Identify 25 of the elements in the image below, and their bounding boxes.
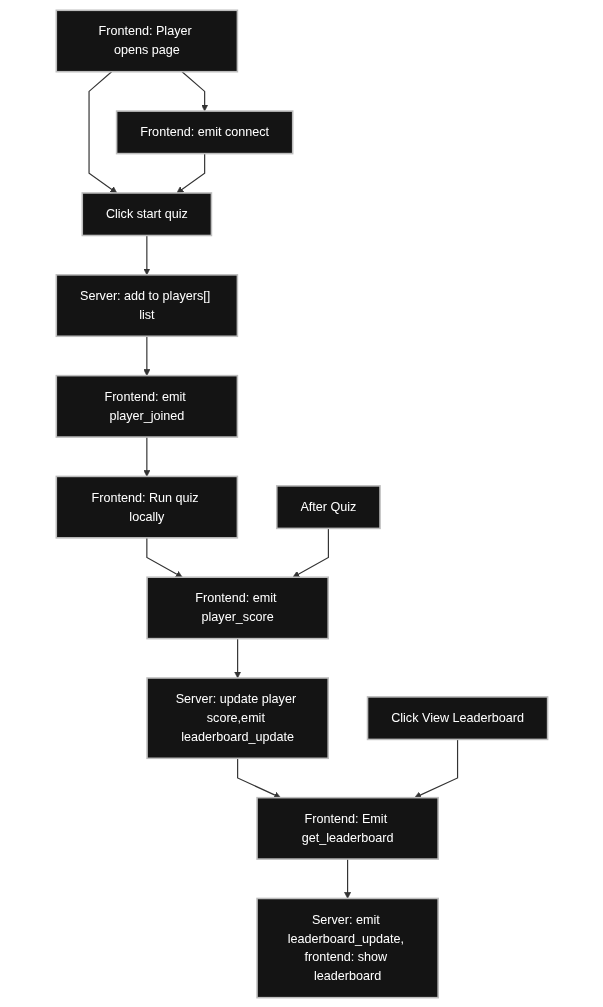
node-box (145, 676, 329, 759)
arrow (236, 757, 281, 798)
arrow (142, 234, 150, 275)
arrow (176, 152, 205, 193)
arrow (413, 738, 458, 798)
node-box (55, 273, 238, 337)
node-box (55, 374, 238, 438)
arrow (88, 70, 117, 193)
arrow (233, 637, 241, 678)
node-box (115, 109, 294, 154)
node-box (55, 475, 238, 539)
node-box (81, 191, 212, 236)
arrow (343, 858, 351, 899)
node-box (255, 897, 439, 998)
flowchart: Frontend: Player opens page Frontend: emit connect Click start quiz Server: add to players[] list Frontend: emit player_joined Frontend: Run quiz locally After Quiz Frontend: emit player_score Server: update player score,emit leaderboard_update Click View Leaderboard Frontend: Emit get_leaderboard Server: emit leaderboard_update, frontend: show leaderboard (49, 3, 554, 1004)
arrow (142, 436, 150, 477)
arrow (181, 70, 208, 111)
node-box (55, 9, 238, 72)
arrow (145, 536, 183, 578)
node-box (366, 695, 548, 740)
node-box (275, 484, 381, 529)
node-box (145, 575, 329, 639)
arrow (292, 527, 329, 578)
node-box (255, 796, 439, 860)
arrow (142, 335, 150, 376)
